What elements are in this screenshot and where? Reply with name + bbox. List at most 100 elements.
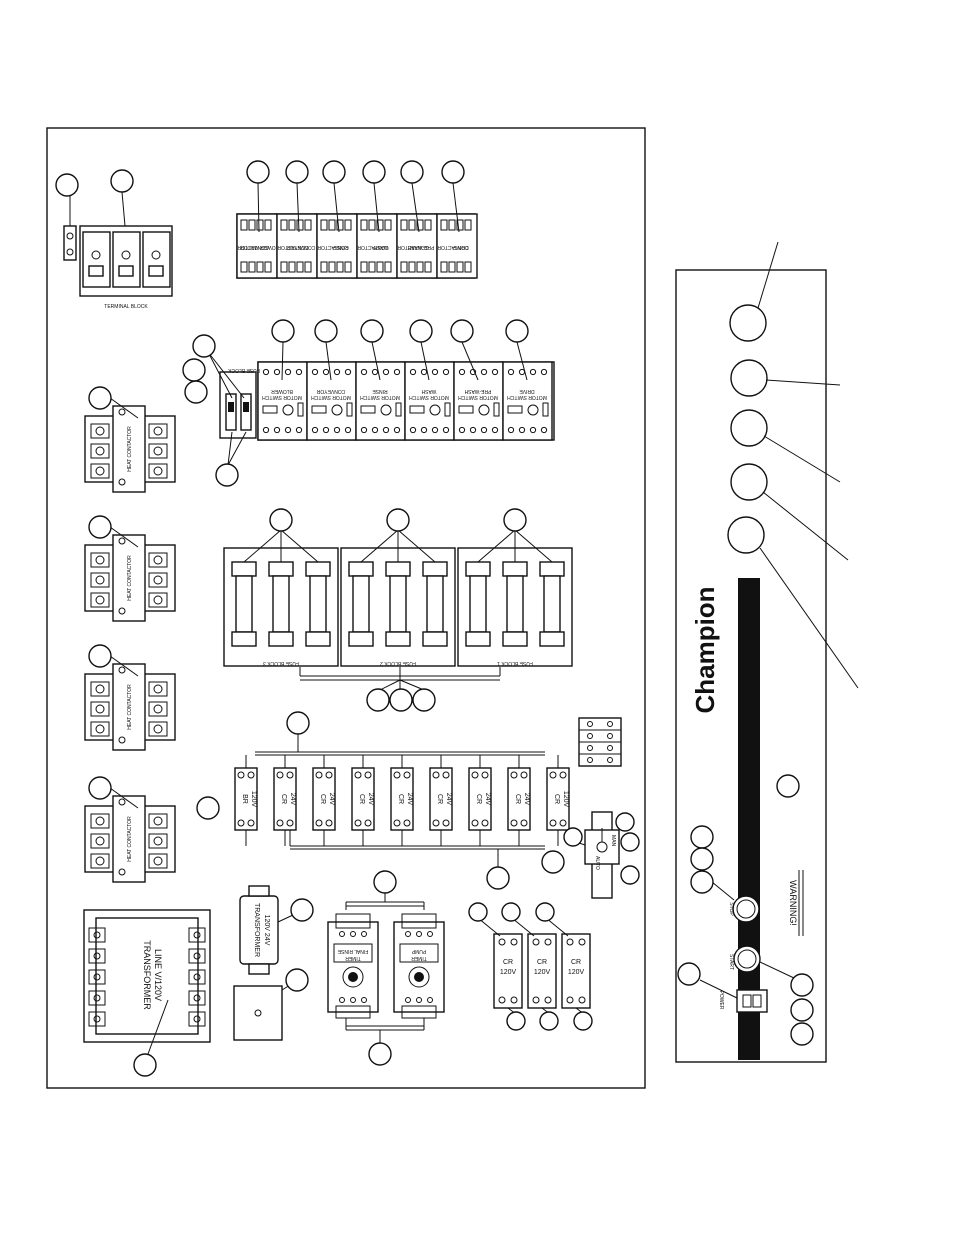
stop-label: STOP [728,902,734,916]
indicator-light [727,516,765,554]
main-transformer-line1: TRANSFORMER [142,940,152,1010]
callout-circle [192,334,216,358]
relay-name: CR [514,794,521,804]
contactor-label-2: CONVEYOR [286,244,315,250]
callout-circle [441,160,465,184]
contactor-label-1: CONTACTOR [437,244,469,250]
power-switch[interactable] [736,989,768,1013]
contactor-label-2: PRE-WASH [407,244,434,250]
control-panel-stripe [738,578,760,1060]
indicator-light [729,304,767,342]
callout-circle [286,711,310,735]
relay-name: CR [319,794,326,804]
contactor-label-1: CONTACTOR [397,244,429,250]
callout-circle [400,160,424,184]
callout-circle [541,850,565,874]
callout-circle [360,319,384,343]
indicator-light [730,409,768,447]
timer-label-2: TIMER [411,955,427,961]
relay-120v-voltage: 120V [500,969,517,976]
terminal-block: TERMINAL BLOCK [63,191,173,310]
heat-contactor: HEAT CONTACTOR [84,526,176,622]
motor-switch-label-1: MOTOR SWITCH [409,394,449,400]
callout-circle [790,1022,814,1046]
motor-switch-label-2: RINSE [372,388,388,394]
callout-circle [110,169,134,193]
contactor-label-2: BLOWER MOTOR [240,244,282,250]
relay-120v-voltage: 120V [568,969,585,976]
relay-name: CR [475,794,482,804]
callout-circle [468,902,488,922]
motor-switch-label-2: CONVEYOR [316,388,345,394]
callout-circle [368,1042,392,1066]
callout-circle [362,160,386,184]
relay-name: CR [436,794,443,804]
heat-contactors: HEAT CONTACTOR HEAT CONTACTOR HEAT CONTACT… [84,386,176,883]
relay-voltage: 24V [523,793,530,806]
small-transformer-line1: TRANSFORMER [253,903,260,957]
callout-circle [88,644,112,668]
contactor-label-1: CONTACTOR [317,244,349,250]
relay-120v-name: CR [537,959,547,966]
contactor-label-2: DRIVE [453,244,469,250]
terminal-block-label: TERMINAL BLOCK [104,304,148,310]
motor-switch-label-1: MOTOR SWITCH [360,394,400,400]
relay-voltage: 24V [445,793,452,806]
relay-name: CR [397,794,404,804]
callout-circle [269,508,293,532]
start-label: START [728,954,734,970]
callout-circle [506,1011,526,1031]
terminal-strip [578,717,622,767]
contactor-label-1: CONTACTOR [357,244,389,250]
relay-voltage: 120V [562,791,569,808]
callout-circle [776,774,800,798]
relay-120v: CR 120V [477,917,523,1015]
fuse-block-label: FUSE BLOCK 2 [380,660,416,666]
callout-circle [215,463,239,487]
heat-contactor: HEAT CONTACTOR [84,655,176,751]
callout-circle [322,160,346,184]
contactor-label-1: CONTACTOR [237,244,269,250]
callout-circle [184,380,208,404]
power-label: POWER [718,991,724,1010]
champion-logo: Champion [690,586,720,713]
relay-120v-voltage: 120V [534,969,551,976]
motor-switch-label-1: MOTOR SWITCH [311,394,351,400]
heat-contactor: HEAT CONTACTOR [84,787,176,883]
callout-circle [182,358,206,382]
relay-name: BR [241,794,248,804]
callout-circle [690,870,714,894]
motor-switch-label-2: BLOWER [271,388,293,394]
heat-contactor-label: HEAT CONTACTOR [127,555,133,601]
callout-circle [133,1053,157,1077]
motor-switch-label-1: MOTOR SWITCH [458,394,498,400]
motor-switch-label-1: MOTOR SWITCH [507,394,547,400]
callout-circle [314,319,338,343]
callout-circle [290,898,314,922]
relay-name: CR [553,794,560,804]
small-transformer: TRANSFORMER 120V 24V [239,885,294,975]
callout-circle [503,508,527,532]
timer-label-1: PUMP [411,948,426,954]
switch-label-auto: AUTO [594,856,600,870]
selector-switch: AUTO MAN [569,811,620,899]
indicator-light [730,463,768,501]
relay-120v-name: CR [503,959,513,966]
callout-circle [573,1011,593,1031]
callout-circle [55,173,79,197]
